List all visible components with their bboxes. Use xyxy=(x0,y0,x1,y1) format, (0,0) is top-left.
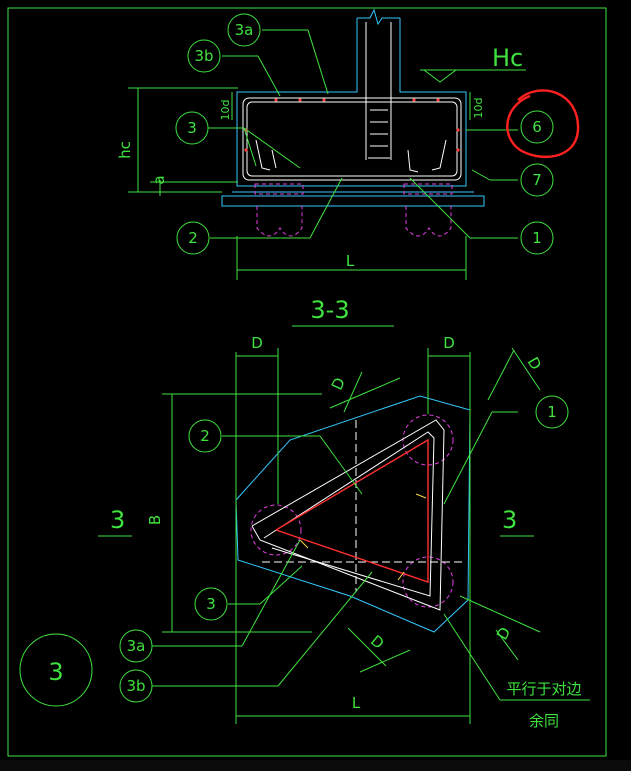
red-tie xyxy=(275,438,429,583)
callout-1-bottom: 1 xyxy=(535,395,569,429)
dim-10d-right: 10d xyxy=(472,98,485,119)
hook-right-2 xyxy=(407,149,419,173)
dim-d-bottom-right-label: D xyxy=(493,624,514,643)
dim-d-bot-right-ext xyxy=(459,595,541,633)
note-leader xyxy=(443,613,501,701)
pile-plan-left xyxy=(250,504,302,556)
elevation-triangle xyxy=(423,69,457,83)
hook-left-2 xyxy=(271,149,277,169)
yellow-tie-2 xyxy=(397,571,405,581)
pile-plan-top-right xyxy=(402,414,454,466)
section-view xyxy=(128,8,526,327)
section-title: 3-3 xyxy=(310,296,349,324)
callout-2-top: 2 xyxy=(176,221,210,255)
pile-cap-outline xyxy=(235,395,471,633)
section-cut-right: 3 xyxy=(502,506,517,534)
section-cut-left: 3 xyxy=(110,506,125,534)
bar-dot xyxy=(244,148,248,152)
bar-dot xyxy=(456,148,460,152)
bar-dot xyxy=(456,128,460,132)
callout-text: 3a xyxy=(127,637,146,655)
hook-left xyxy=(255,139,271,171)
pile-left xyxy=(256,206,303,237)
callout-3-bottom: 3 xyxy=(194,587,228,621)
dim-a-label: a xyxy=(150,175,168,184)
callout-text: 3b xyxy=(194,47,213,65)
callout-3b-top: 3b xyxy=(187,39,221,73)
pile-right xyxy=(405,206,452,237)
dim-b-label: B xyxy=(146,515,164,525)
callout-text: 6 xyxy=(532,118,542,136)
bar-dot xyxy=(322,98,326,102)
plan-view xyxy=(98,347,590,724)
dim-d-left-diag-label: D xyxy=(328,375,349,393)
viewport-border xyxy=(0,760,631,771)
pile-left-head xyxy=(254,183,304,195)
pile-plan-bottom-right xyxy=(402,556,454,608)
dim-d-right-diag-2 xyxy=(511,347,541,391)
callout-text: 1 xyxy=(532,229,542,247)
dim-d-right-diag xyxy=(487,349,515,401)
red-highlight-circle xyxy=(506,89,580,158)
blinding-layer xyxy=(221,195,485,207)
rebar-band-b xyxy=(263,431,435,597)
callout-text: 3a xyxy=(235,21,254,39)
note-line-1: 平行于对边 xyxy=(506,680,581,698)
callout-text: 3b xyxy=(126,677,145,695)
callout-text: 1 xyxy=(547,403,557,421)
dim-d-bot-left xyxy=(347,627,387,667)
dim-10d-left: 10d xyxy=(219,100,232,121)
top-callout-leaders xyxy=(208,29,518,239)
dim-d-left-diag-ext xyxy=(329,377,401,409)
dim-d-bot-left-ext xyxy=(359,649,411,673)
dim-d-top-left-label: D xyxy=(251,334,263,352)
callout-3b-bottom: 3b xyxy=(119,669,153,703)
callout-3-top: 3 xyxy=(175,111,209,145)
pile-right-head xyxy=(403,183,453,195)
bottom-callout-leaders xyxy=(152,411,518,687)
dim-l-top-label: L xyxy=(346,252,355,270)
drawing-frame xyxy=(7,7,607,757)
dim-d-bot-right xyxy=(495,629,519,661)
dim-hc-label: hc xyxy=(116,141,134,159)
callout-2-bottom: 2 xyxy=(188,419,222,453)
column-outline xyxy=(236,18,467,187)
rebar-cage-inner xyxy=(246,101,458,177)
dim-l-bottom-label: L xyxy=(352,694,361,712)
rebar-cage xyxy=(242,97,462,181)
bar-dot xyxy=(298,98,302,102)
bar-dot xyxy=(436,98,440,102)
dim-d-left-diag xyxy=(343,371,363,413)
plan-number-text: 3 xyxy=(48,658,63,686)
yellow-tie-3 xyxy=(415,493,427,499)
bar-dot xyxy=(412,98,416,102)
callout-text: 7 xyxy=(532,171,542,189)
column-break xyxy=(357,8,400,26)
hook-right xyxy=(431,139,447,171)
dim-d-top-right-label: D xyxy=(443,334,455,352)
yellow-tie-1 xyxy=(299,539,309,549)
rebar-band-a xyxy=(251,419,445,611)
callout-3a-top: 3a xyxy=(227,13,261,47)
note-line-2: 余同 xyxy=(529,712,559,730)
callout-text: 3 xyxy=(187,119,197,137)
callout-6-top: 6 xyxy=(506,89,580,158)
callout-text: 3 xyxy=(206,595,216,613)
callout-text: 2 xyxy=(200,427,210,445)
callout-3a-bottom: 3a xyxy=(119,629,153,663)
callout-7-top: 7 xyxy=(520,163,554,197)
elevation-label: Hc xyxy=(492,44,523,72)
callout-1-top: 1 xyxy=(520,221,554,255)
callout-text: 2 xyxy=(188,229,198,247)
plan-number-bubble: 3 xyxy=(19,633,93,707)
bar-dot xyxy=(274,98,278,102)
